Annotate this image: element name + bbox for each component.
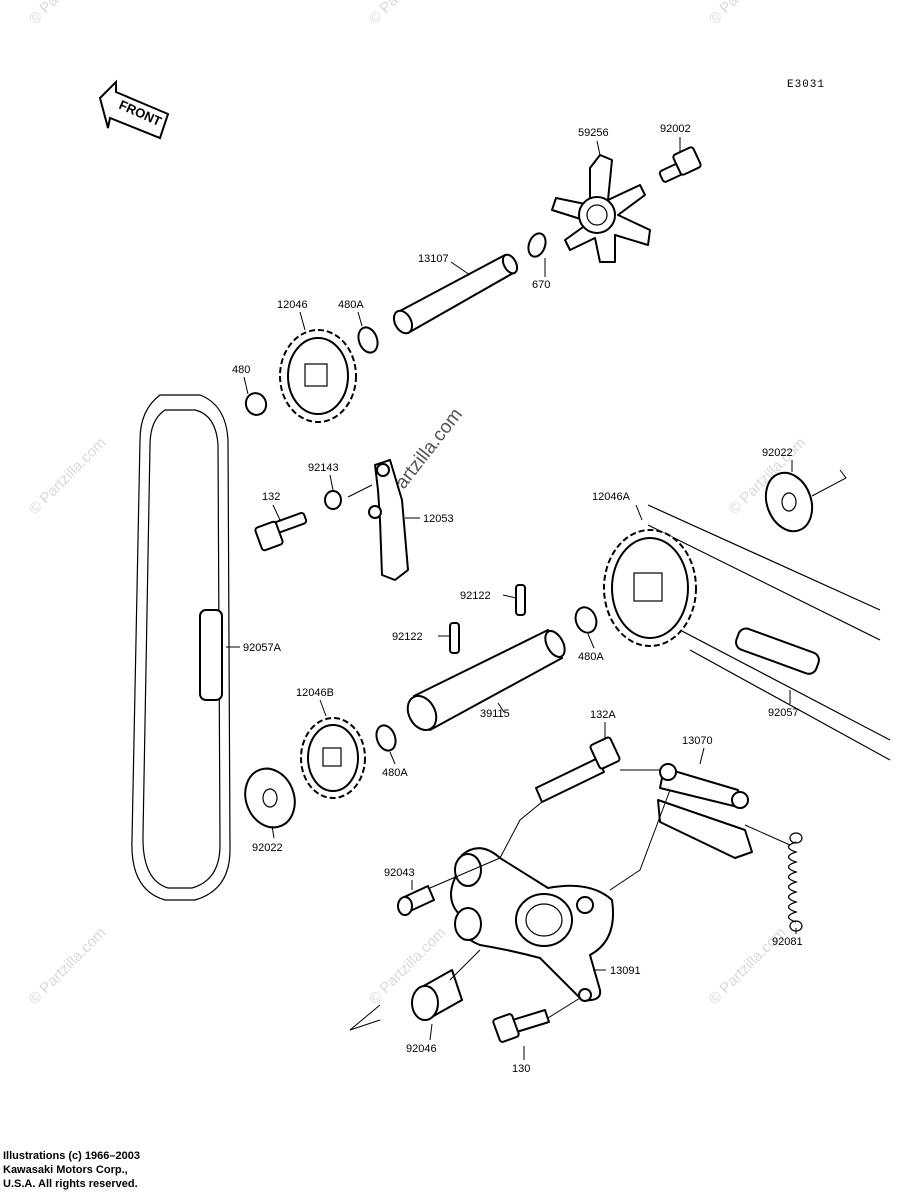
label-12046b: 12046B xyxy=(296,687,334,699)
label-92143: 92143 xyxy=(308,462,339,474)
label-92081: 92081 xyxy=(772,936,803,948)
copyright-line-3: U.S.A. All rights reserved. xyxy=(3,1178,138,1190)
tensioner-blade-59256 xyxy=(551,154,651,263)
label-480a-low: 480A xyxy=(382,767,408,779)
circlip-480a-low xyxy=(375,724,397,752)
washer-92143 xyxy=(324,490,342,510)
pin-92122-mid xyxy=(449,622,460,654)
label-92122-top: 92122 xyxy=(460,590,491,602)
label-480a-top: 480A xyxy=(338,299,364,311)
copyright-line-1: Illustrations (c) 1966–2003 xyxy=(3,1150,140,1162)
watermark: © Partzilla.com xyxy=(706,0,789,28)
label-130: 130 xyxy=(512,1063,530,1075)
sprocket-12046b xyxy=(300,717,366,799)
chain-92057a xyxy=(131,394,231,901)
sprocket-12046 xyxy=(279,329,357,423)
label-12053: 12053 xyxy=(423,513,454,525)
arm-13091 xyxy=(450,847,614,1002)
label-480a-mid: 480A xyxy=(578,651,604,663)
label-59256: 59256 xyxy=(578,127,609,139)
tensioner-13070 xyxy=(657,763,753,859)
o-ring-670 xyxy=(527,232,547,258)
washer-92022-left xyxy=(244,767,296,829)
bolt-130 xyxy=(492,1009,550,1043)
watermark: © Partzilla.com xyxy=(366,0,449,28)
bolt-132a xyxy=(535,736,621,803)
label-92002: 92002 xyxy=(660,123,691,135)
diagram-code: E3031 xyxy=(787,79,825,91)
bushing-92046 xyxy=(411,969,463,1021)
label-12046a: 12046A xyxy=(592,491,631,503)
label-92046: 92046 xyxy=(406,1043,437,1055)
sprocket-12046a xyxy=(603,504,891,761)
front-arrow-icon: FRONT xyxy=(98,79,170,140)
label-92043: 92043 xyxy=(384,867,415,879)
label-12046: 12046 xyxy=(277,299,308,311)
watermark: © Partzilla.com xyxy=(26,0,109,28)
label-13107: 13107 xyxy=(418,253,449,265)
shaft-39115 xyxy=(406,629,566,732)
washer-92022-right xyxy=(764,471,814,533)
shaft-13107 xyxy=(392,253,519,335)
label-670: 670 xyxy=(532,279,550,291)
label-13091: 13091 xyxy=(610,965,641,977)
circlip-480a-top xyxy=(357,326,379,354)
label-92122-mid: 92122 xyxy=(392,631,423,643)
circlip-480 xyxy=(244,392,268,416)
copyright-notice: Illustrations (c) 1966–2003 Kawasaki Mot… xyxy=(3,1149,140,1191)
label-132: 132 xyxy=(262,491,280,503)
watermark: © Partzilla.com xyxy=(26,924,109,1007)
collar-92043 xyxy=(397,885,435,916)
copyright-line-2: Kawasaki Motors Corp., xyxy=(3,1164,128,1176)
label-92057a: 92057A xyxy=(243,642,282,654)
watermark: © Partzilla.com xyxy=(26,434,109,517)
circlip-480a-mid xyxy=(574,606,598,634)
label-39115: 39115 xyxy=(480,708,510,720)
label-13070: 13070 xyxy=(682,735,713,747)
bolt-92002 xyxy=(658,146,702,183)
spring-92081 xyxy=(787,832,803,932)
bracket-12053 xyxy=(368,459,409,581)
label-480: 480 xyxy=(232,364,250,376)
pin-92122-top xyxy=(515,584,526,616)
label-92022-right: 92022 xyxy=(762,447,793,459)
bolt-132 xyxy=(254,511,308,552)
label-92022-left: 92022 xyxy=(252,842,283,854)
leader-lines xyxy=(226,137,847,1060)
label-132a: 132A xyxy=(590,709,616,721)
label-92057: 92057 xyxy=(768,707,799,719)
part-labels: 59256 92002 13107 670 12046 480A 480 921… xyxy=(232,123,803,1075)
